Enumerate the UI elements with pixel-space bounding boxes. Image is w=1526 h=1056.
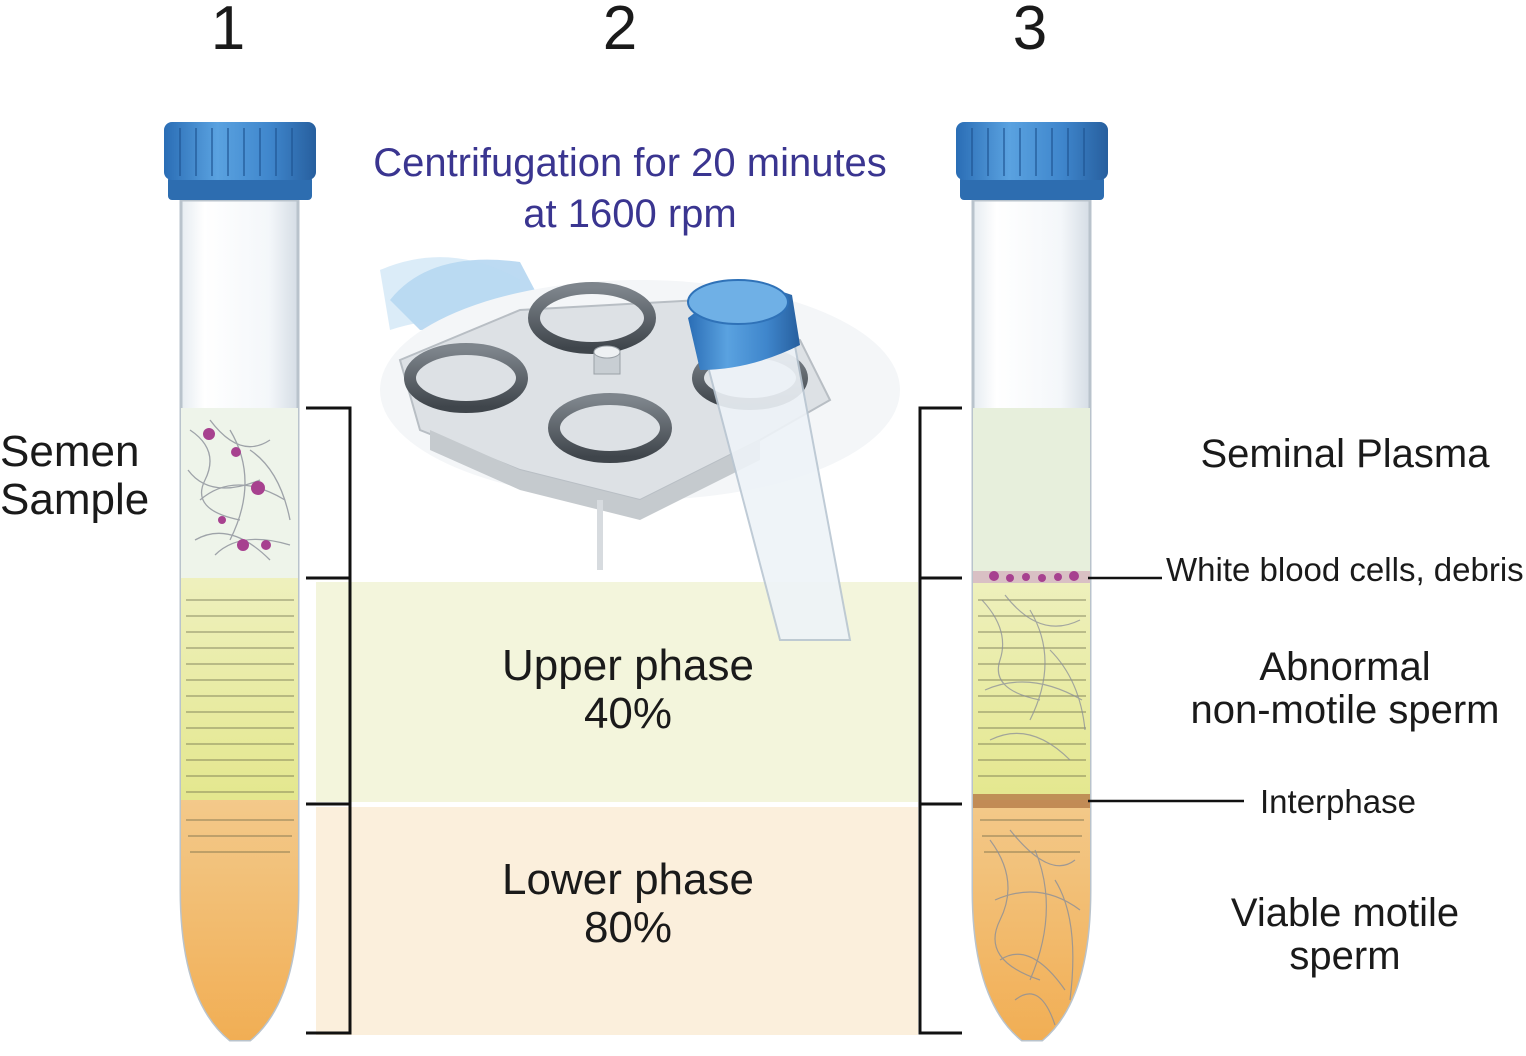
step-1-number: 1 bbox=[188, 0, 268, 63]
semen-sample-label: Semen Sample bbox=[0, 428, 149, 523]
centrifugation-caption: Centrifugation for 20 minutes at 1600 rp… bbox=[360, 138, 900, 240]
viable-sperm-label: Viable motile sperm bbox=[1180, 892, 1510, 978]
lower-phase-label: Lower phase 80% bbox=[470, 856, 786, 951]
upper-phase-percent: 40% bbox=[470, 690, 786, 738]
centrifugation-line-2: at 1600 rpm bbox=[360, 189, 900, 240]
step-3-number: 3 bbox=[990, 0, 1070, 63]
lower-phase-percent: 80% bbox=[470, 904, 786, 952]
upper-phase-name: Upper phase bbox=[470, 642, 786, 690]
tube-3-after-centrifugation bbox=[956, 122, 1108, 1050]
upper-phase-label: Upper phase 40% bbox=[470, 642, 786, 737]
step-2-number: 2 bbox=[580, 0, 660, 63]
tube-3-brackets bbox=[920, 408, 962, 1033]
abnormal-sperm-label: Abnormal non-motile sperm bbox=[1180, 646, 1510, 732]
wbc-debris-label: White blood cells, debris bbox=[1166, 552, 1524, 588]
seminal-plasma-label: Seminal Plasma bbox=[1180, 433, 1510, 476]
interphase-label: Interphase bbox=[1260, 784, 1416, 820]
lower-phase-name: Lower phase bbox=[470, 856, 786, 904]
centrifugation-line-1: Centrifugation for 20 minutes bbox=[360, 138, 900, 189]
tube-1-semen-sample bbox=[164, 122, 316, 1050]
